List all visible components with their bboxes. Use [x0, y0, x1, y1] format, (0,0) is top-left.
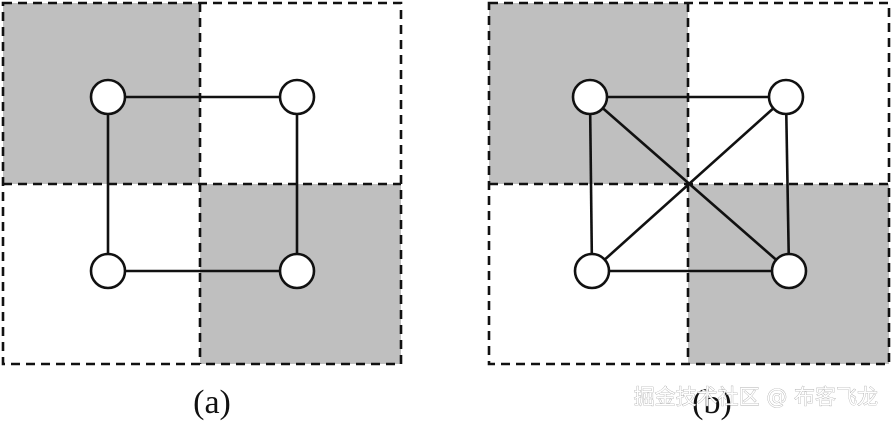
node-a-bottom-right: [278, 252, 316, 290]
node-b-top-left: [571, 78, 609, 116]
node-a-top-left: [89, 78, 127, 116]
edge-b-diagonal-anti: [591, 96, 787, 272]
panel-a: (a): [1, 1, 403, 421]
caption-b: (b): [692, 384, 732, 421]
watermark: 掘金技术社区 @ 布客飞龙: [634, 385, 878, 409]
node-a-bottom-left: [89, 252, 127, 290]
caption-a: (a): [193, 384, 231, 421]
edge-b-left: [588, 96, 594, 272]
panel-b: (b): [487, 1, 891, 421]
node-b-bottom-right: [770, 252, 808, 290]
node-a-top-right: [278, 78, 316, 116]
node-b-bottom-left: [573, 252, 611, 290]
edge-b-right: [784, 96, 791, 272]
node-b-top-right: [767, 78, 805, 116]
